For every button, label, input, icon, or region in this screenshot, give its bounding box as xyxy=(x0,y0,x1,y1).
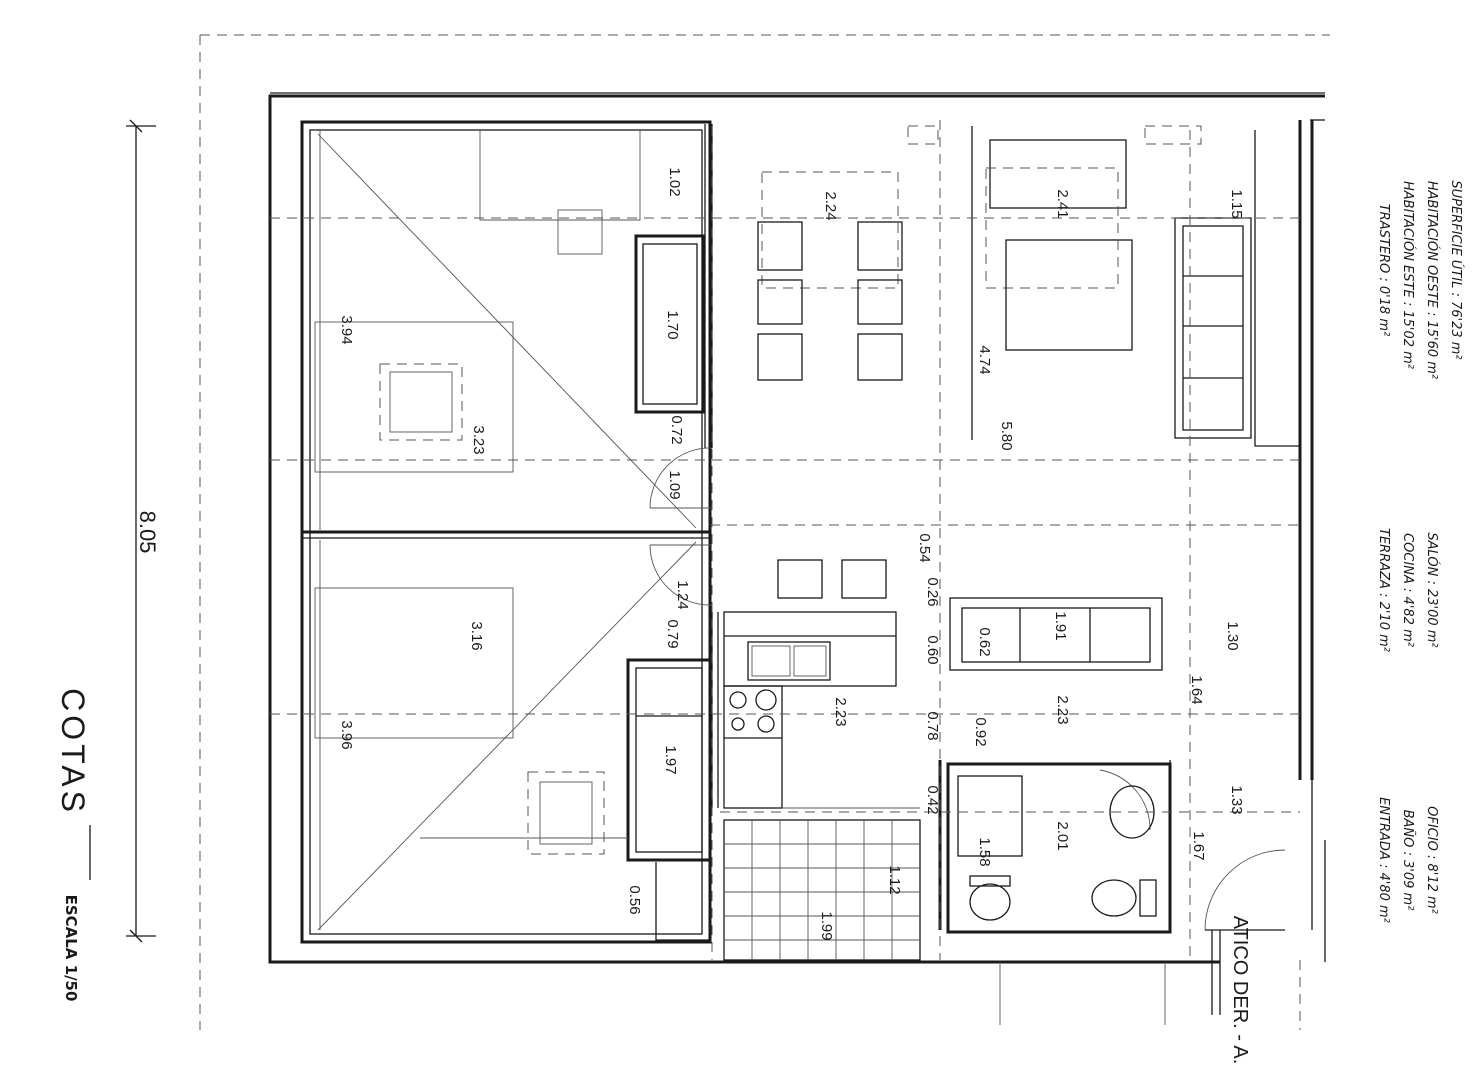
dimension-label: 0.60 xyxy=(924,635,941,664)
exterior-walls xyxy=(268,92,1325,964)
dimension-label: 1.12 xyxy=(886,865,903,894)
area-row: ENTRADA : 4'80 m² xyxy=(1376,797,1391,923)
title-block: COTAS ESCALA 1/50 ATICO DER. - A. xyxy=(55,688,1251,1064)
area-row: COCINA : 4'82 m² xyxy=(1400,533,1415,647)
bedroom-1-furniture xyxy=(314,130,706,473)
dimension-label: 0.92 xyxy=(972,717,989,746)
dimension-label: 1.30 xyxy=(1224,621,1241,650)
dimension-label: 1.99 xyxy=(818,911,835,940)
bedroom-walls xyxy=(300,120,712,944)
area-table: SUPERFICIE ÚTIL : 76'23 m² HABITACIÓN OE… xyxy=(1376,180,1464,923)
dimension-label: 3.94 xyxy=(338,315,355,344)
dimension-label: 0.42 xyxy=(924,785,941,814)
dimension-label: 1.67 xyxy=(1190,831,1207,860)
dimension-label: 1.58 xyxy=(976,837,993,866)
area-row: TRASTERO : 0'18 m² xyxy=(1376,204,1391,337)
living-dining-furniture xyxy=(704,124,1300,448)
dimension-label: 2.24 xyxy=(822,191,839,220)
dimension-label: 3.23 xyxy=(470,425,487,454)
area-row: TERRAZA : 2'10 m² xyxy=(1376,528,1391,652)
dimension-label: 1.70 xyxy=(664,310,681,339)
dimension-label: 3.96 xyxy=(338,720,355,749)
dimension-label: 2.23 xyxy=(1054,695,1071,724)
overall-dimension-line: 8.05 xyxy=(126,119,160,943)
property-boundary xyxy=(199,34,1330,1030)
dimension-label: 1.97 xyxy=(662,745,679,774)
dimension-label: 1.33 xyxy=(1228,785,1245,814)
unit-label: ATICO DER. - A. xyxy=(1229,916,1251,1065)
dimension-label: 0.72 xyxy=(668,415,685,444)
axis-lines xyxy=(270,120,1300,960)
area-row: HABITACIÓN ESTE : 15'02 m² xyxy=(1400,181,1416,369)
kitchen xyxy=(711,559,920,809)
area-row: SUPERFICIE ÚTIL : 76'23 m² xyxy=(1448,180,1464,359)
dimension-label: 1.24 xyxy=(674,580,691,609)
dimension-label: 1.09 xyxy=(666,470,683,499)
dimension-label: 2.23 xyxy=(832,697,849,726)
bedroom-2-furniture xyxy=(314,587,712,941)
dimension-label: 0.56 xyxy=(626,885,643,914)
dimension-label: 1.64 xyxy=(1188,675,1205,704)
dimension-label: 1.91 xyxy=(1052,611,1069,640)
dimension-label: 3.16 xyxy=(468,621,485,650)
dimension-label: 1.15 xyxy=(1228,189,1245,218)
office-bath xyxy=(946,597,1172,934)
entry-area xyxy=(999,780,1326,1025)
area-row: SALÓN : 23'00 m² xyxy=(1424,532,1440,647)
dimension-label: 0.62 xyxy=(976,627,993,656)
sheet-title: COTAS xyxy=(55,688,91,816)
area-row: BAÑO : 3'09 m² xyxy=(1400,810,1416,911)
dimension-label: 0.79 xyxy=(664,619,681,648)
dimension-label: 2.41 xyxy=(1054,189,1071,218)
area-row: HABITACIÓN OESTE : 15'60 m² xyxy=(1424,181,1440,379)
doors xyxy=(649,447,1286,931)
dimension-label: 5.80 xyxy=(998,421,1015,450)
dimension-label: 0.78 xyxy=(924,711,941,740)
terrace xyxy=(723,760,942,961)
dimension-label: 0.26 xyxy=(924,577,941,606)
dimension-label: 1.02 xyxy=(666,167,683,196)
scale-label: ESCALA 1/50 xyxy=(62,895,80,1002)
overall-dimension: 8.05 xyxy=(135,511,160,554)
dimension-labels: 1.02 1.70 3.94 3.23 0.72 1.09 2.24 2.41 … xyxy=(338,167,1245,940)
dimension-label: 0.54 xyxy=(916,533,933,562)
area-row: OFICIO : 8'12 m² xyxy=(1424,806,1439,914)
dimension-label: 4.74 xyxy=(976,345,993,374)
dimension-label: 2.01 xyxy=(1054,821,1071,850)
